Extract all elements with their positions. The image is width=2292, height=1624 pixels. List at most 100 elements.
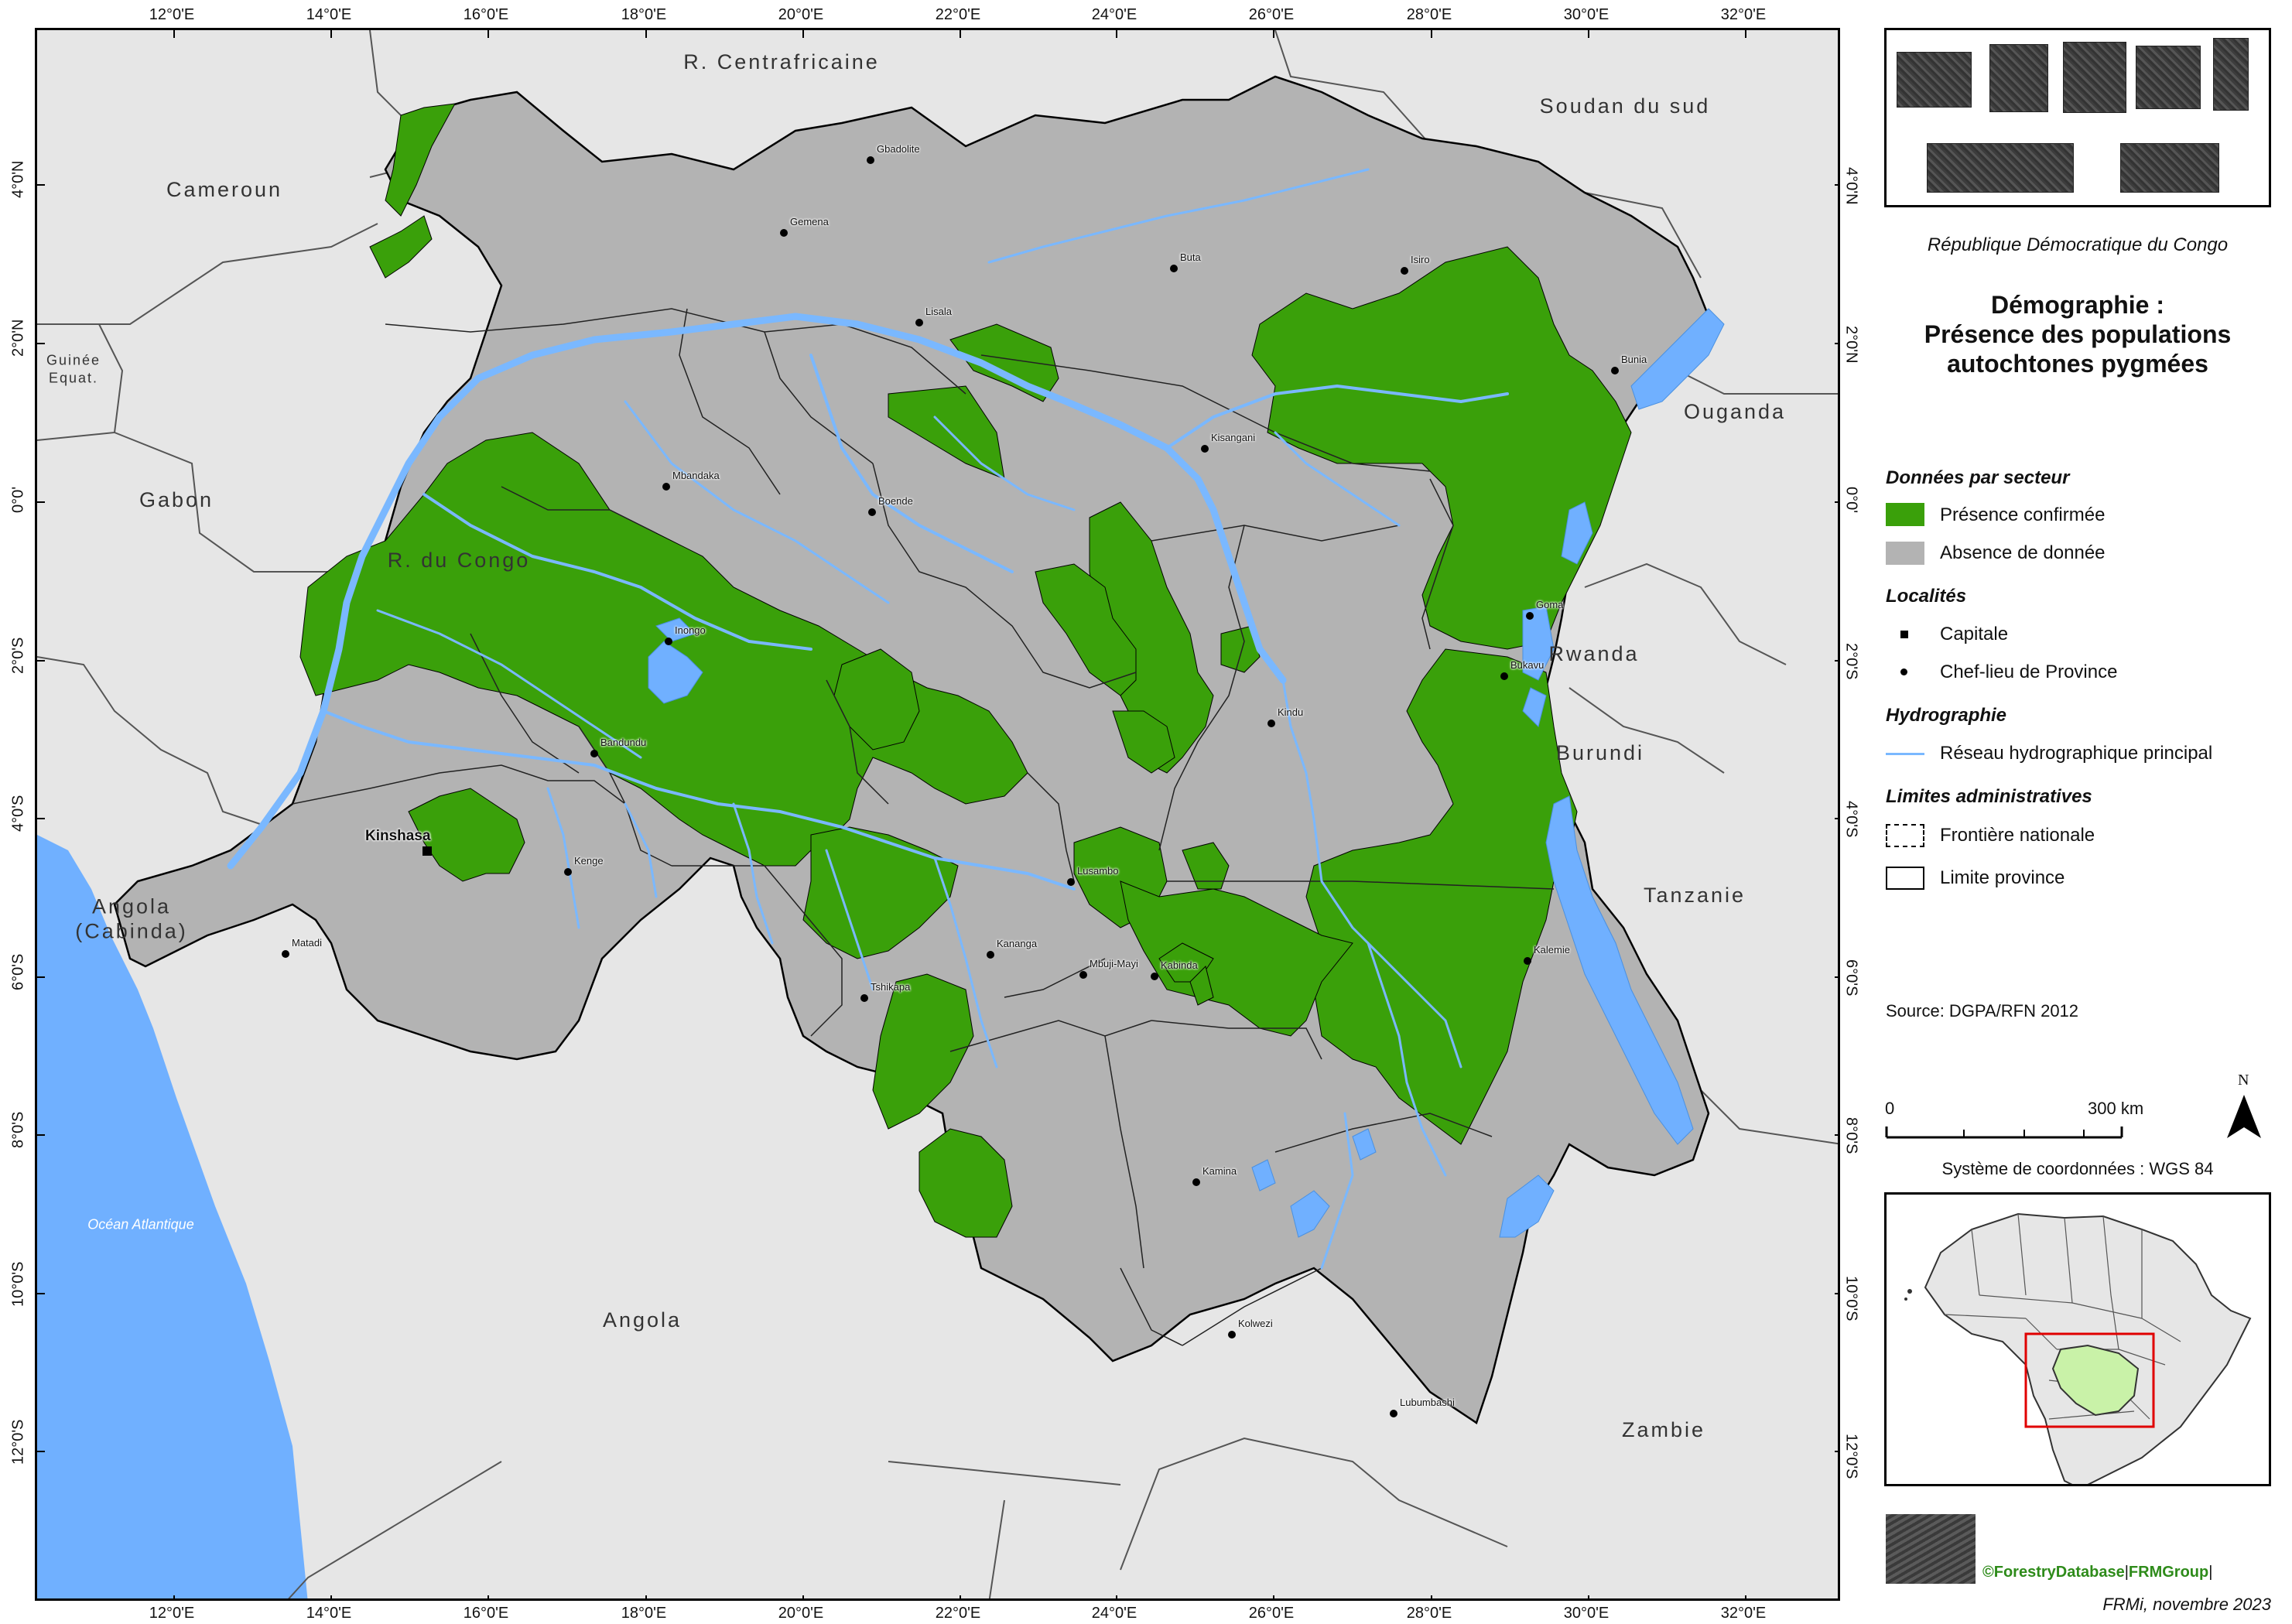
north-label: N xyxy=(2238,1072,2249,1089)
scale-label-zero: 0 xyxy=(1885,1099,1895,1118)
partner-logo-6 xyxy=(1927,143,2074,193)
chef-lieu-marker xyxy=(1170,265,1178,272)
chef-lieu-marker xyxy=(665,638,672,645)
lat-tick-left: 12°0'S xyxy=(9,1419,27,1465)
lon-tick-top: 26°0'E xyxy=(1248,6,1295,23)
lon-tick-top: 28°0'E xyxy=(1406,6,1452,23)
city-label: Kalemie xyxy=(1534,944,1570,956)
city-label: Lusambo xyxy=(1077,865,1119,877)
frm-logo xyxy=(1886,1514,1976,1584)
chef-lieu-marker xyxy=(564,868,572,876)
lon-tick-bottom: 16°0'E xyxy=(463,1605,509,1622)
lat-tick-left: 8°0'S xyxy=(9,1111,27,1148)
map-title: Démographie : Présence des populations a… xyxy=(1884,291,2271,378)
city-label: Tshikapa xyxy=(871,981,911,993)
country-label-uganda: Ouganda xyxy=(1683,399,1787,423)
city-label: Mbandaka xyxy=(672,470,720,481)
lon-tick-bottom: 14°0'E xyxy=(306,1605,352,1622)
map-canvas[interactable] xyxy=(37,30,1840,1601)
chef-lieu-marker xyxy=(987,951,994,959)
lat-tick-right: 6°0'S xyxy=(1842,959,1860,997)
legend-national-border: Frontière nationale xyxy=(1940,825,2095,846)
province-limit-swatch xyxy=(1886,867,1924,890)
lon-tick-bottom: 20°0'E xyxy=(778,1605,824,1622)
partner-logo-4 xyxy=(2136,46,2201,109)
inset-africa-map xyxy=(1884,1192,2271,1486)
lat-tick-right: 2°0'S xyxy=(1842,643,1860,680)
legend-province-limit: Limite province xyxy=(1940,867,2065,888)
city-label: Matadi xyxy=(292,937,323,949)
drc-inset-shape xyxy=(2051,1344,2140,1417)
lon-tick-top: 22°0'E xyxy=(935,6,981,23)
chef-lieu-marker xyxy=(1524,957,1531,965)
partner-logo-5 xyxy=(2213,38,2249,111)
partner-logo-3 xyxy=(2063,42,2126,113)
lon-tick-top: 32°0'E xyxy=(1720,6,1767,23)
atlantic-ocean xyxy=(37,835,308,1598)
legend-presence: Présence confirmée xyxy=(1940,504,2106,525)
scale-label-max: 300 km xyxy=(2088,1099,2144,1118)
country-label-burundi: Burundi xyxy=(1555,740,1645,764)
lat-tick-left: 4°0'N xyxy=(9,160,27,198)
city-label: Lisala xyxy=(925,306,952,317)
credits-end: | xyxy=(2208,1564,2213,1581)
country-label-zambia: Zambie xyxy=(1621,1417,1706,1441)
legend-river: Réseau hydrographique principal xyxy=(1940,743,2213,764)
lat-tick-right: 2°0'N xyxy=(1842,326,1860,364)
chef-lieu-marker xyxy=(860,994,868,1002)
chef-lieu-marker xyxy=(1390,1410,1397,1417)
chef-lieu-marker xyxy=(1228,1331,1236,1339)
chef-lieu-marker xyxy=(1526,612,1534,620)
date-text: FRMi, novembre 2023 xyxy=(2102,1595,2271,1614)
lat-tick-left: 2°0'S xyxy=(9,637,27,674)
lat-tick-right: 0°0' xyxy=(1842,486,1860,514)
city-label: Goma xyxy=(1536,599,1564,610)
city-label: Kabinda xyxy=(1161,959,1198,971)
map-title-line-1: Démographie : xyxy=(1990,291,2165,319)
lat-tick-left: 10°0'S xyxy=(9,1261,27,1307)
city-label: Boende xyxy=(878,495,913,507)
map-frame[interactable] xyxy=(35,28,1840,1601)
city-label: Inongo xyxy=(675,624,706,636)
lat-tick-left: 4°0'S xyxy=(9,795,27,832)
legend-capital: Capitale xyxy=(1940,624,2009,644)
river-network xyxy=(227,168,1509,1270)
legend-absence: Absence de donnée xyxy=(1940,542,2106,563)
lon-tick-top: 30°0'E xyxy=(1563,6,1610,23)
city-label: Gemena xyxy=(790,216,829,227)
lon-tick-bottom: 18°0'E xyxy=(621,1605,667,1622)
city-label: Kananga xyxy=(997,938,1038,949)
chef-lieu-marker xyxy=(1267,720,1275,727)
inset-extent-box xyxy=(2024,1332,2155,1428)
country-label-congo: R. du Congo xyxy=(387,548,531,572)
city-label: Isiro xyxy=(1411,254,1430,265)
graticule-ticks xyxy=(37,30,1838,1598)
lat-tick-right: 8°0'S xyxy=(1842,1117,1860,1154)
lon-tick-bottom: 32°0'E xyxy=(1720,1605,1767,1622)
legend-head-admin: Limites administratives xyxy=(1886,786,2092,807)
lat-tick-left: 0°0' xyxy=(9,486,27,514)
chef-lieu-marker xyxy=(1401,267,1408,275)
city-label: Kinshasa xyxy=(365,828,431,844)
country-label-car: R. Centrafricaine xyxy=(683,50,880,74)
city-label: Mbuji-Mayi xyxy=(1090,958,1138,969)
lakes xyxy=(648,308,1725,1238)
province-boundaries xyxy=(292,308,1555,1346)
chef-lieu-marker xyxy=(868,508,876,516)
source-text: Source: DGPA/RFN 2012 xyxy=(1886,1001,2079,1021)
chef-lieu-marker xyxy=(1192,1178,1200,1186)
country-label-tanzania: Tanzanie xyxy=(1643,883,1746,907)
lat-tick-right: 10°0'S xyxy=(1842,1276,1860,1321)
north-arrow: N xyxy=(2222,1072,2266,1141)
city-label: Kamina xyxy=(1202,1165,1237,1177)
north-arrow-icon xyxy=(2227,1095,2261,1138)
lon-tick-bottom: 26°0'E xyxy=(1248,1605,1295,1622)
city-label: Bunia xyxy=(1621,354,1647,365)
country-label-equatorial-guinea: Guinée Equat. xyxy=(46,352,101,386)
capital-marker xyxy=(422,846,432,856)
lon-tick-bottom: 24°0'E xyxy=(1091,1605,1137,1622)
city-label: Bandundu xyxy=(600,737,647,748)
national-border-swatch xyxy=(1886,824,1924,847)
city-label: Bukavu xyxy=(1510,659,1545,671)
country-title: République Démocratique du Congo xyxy=(1927,234,2229,255)
